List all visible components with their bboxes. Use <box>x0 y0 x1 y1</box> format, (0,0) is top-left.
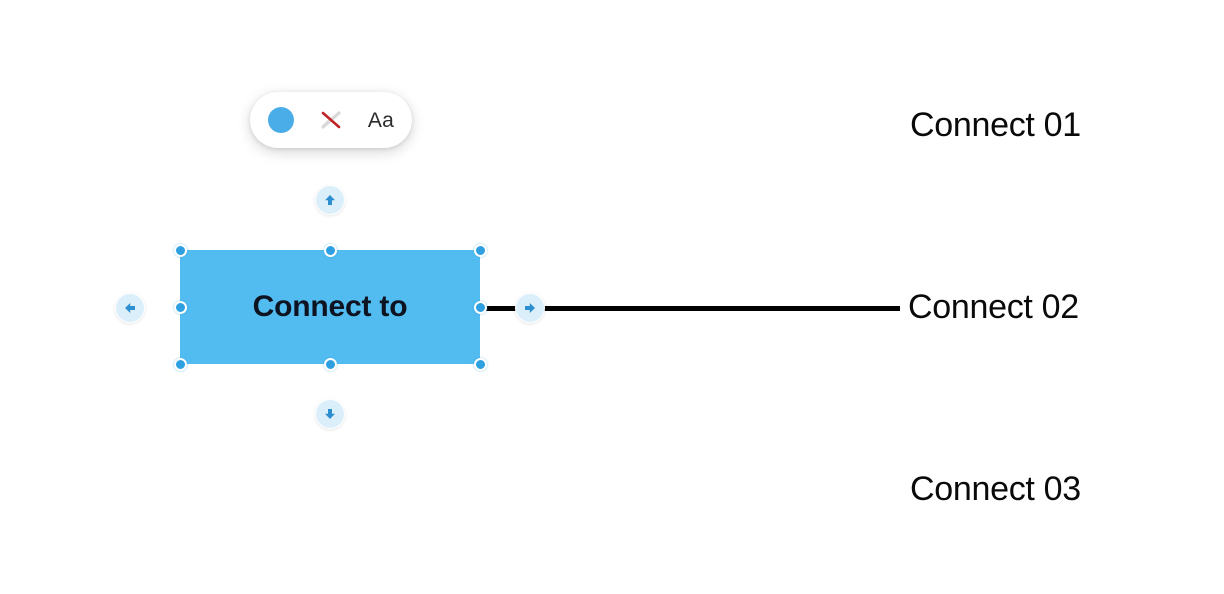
connect-label-02[interactable]: Connect 02 <box>908 288 1079 326</box>
fill-color-button[interactable] <box>268 107 294 133</box>
shape-label: Connect to <box>252 290 408 323</box>
arrow-up-icon <box>325 195 335 205</box>
connector-line[interactable] <box>480 306 900 311</box>
line-style-button[interactable] <box>316 105 346 135</box>
handle-middle-right[interactable] <box>473 300 487 314</box>
handle-top-left[interactable] <box>173 243 187 257</box>
handle-top-center[interactable] <box>323 243 337 257</box>
arrow-right-icon <box>525 303 535 313</box>
handle-middle-left[interactable] <box>173 300 187 314</box>
handle-bottom-center[interactable] <box>323 357 337 371</box>
arrow-left-icon <box>125 303 135 313</box>
format-toolbar[interactable]: Aa <box>250 92 412 148</box>
arrow-left-button[interactable] <box>115 293 145 323</box>
text-style-label: Aa <box>367 108 394 132</box>
text-style-button[interactable]: Aa <box>368 110 394 131</box>
shape-rectangle[interactable]: Connect to <box>180 250 480 364</box>
handle-top-right[interactable] <box>473 243 487 257</box>
connect-label-01[interactable]: Connect 01 <box>910 106 1081 144</box>
arrow-up-button[interactable] <box>315 185 345 215</box>
no-line-icon <box>321 111 341 129</box>
arrow-right-button[interactable] <box>515 293 545 323</box>
connect-label-03[interactable]: Connect 03 <box>910 470 1081 508</box>
handle-bottom-right[interactable] <box>473 357 487 371</box>
arrow-down-button[interactable] <box>315 399 345 429</box>
arrow-down-icon <box>325 409 335 419</box>
filled-circle-icon <box>268 107 294 133</box>
handle-bottom-left[interactable] <box>173 357 187 371</box>
